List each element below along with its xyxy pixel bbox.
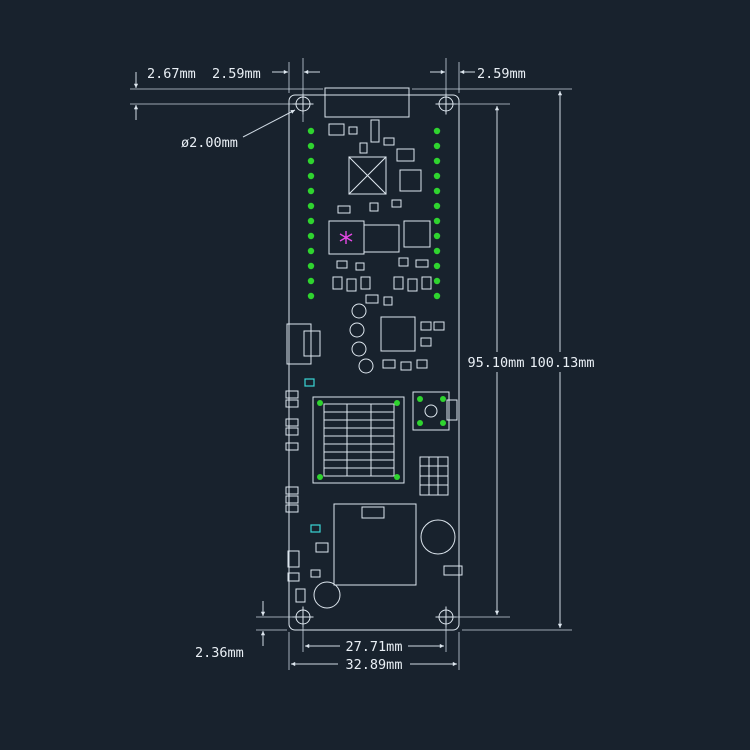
battery-outline	[333, 503, 417, 586]
dim-label-board-height: 100.13mm	[529, 355, 594, 371]
chip-mid-right	[403, 220, 431, 248]
buzzer	[420, 519, 456, 555]
dim-label-left-hole-inset: 2.59mm	[212, 66, 261, 82]
side-connector	[286, 323, 312, 365]
pcb-components	[285, 119, 463, 609]
chip-power	[380, 316, 416, 352]
battery-holder	[312, 396, 405, 484]
dim-label-hole-span-width: 27.71mm	[346, 639, 403, 655]
pin-pads	[307, 127, 446, 480]
dim-label-bottom-hole-offset: 2.36mm	[195, 645, 244, 661]
dimension-labels: 2.67mm 2.59mm 2.59mm ø2.00mm 95.10mm 100…	[147, 66, 595, 673]
dimension-arrow-lines	[133, 69, 563, 667]
dim-label-board-width: 32.89mm	[346, 657, 403, 673]
dim-label-hole-diameter: ø2.00mm	[181, 135, 238, 151]
dim-label-hole-span-height: 95.10mm	[468, 355, 525, 371]
mounting-hole-top-left	[292, 93, 314, 115]
antenna-module	[412, 391, 458, 431]
pad-grid	[419, 456, 449, 496]
chip-main	[348, 156, 387, 195]
board-outline	[288, 87, 460, 631]
cyan-part-1	[304, 378, 315, 387]
hole-diameter-leader	[242, 109, 296, 138]
button	[313, 581, 341, 609]
magenta-star-marker	[339, 231, 353, 244]
dimension-extension-lines	[130, 58, 572, 670]
accent-components	[304, 231, 353, 533]
mounting-holes	[292, 93, 457, 628]
dim-label-top-hole-offset: 2.67mm	[147, 66, 196, 82]
usb-connector	[324, 87, 410, 118]
chip-small-top	[399, 169, 422, 192]
cyan-part-2	[310, 524, 321, 533]
dim-label-right-hole-inset: 2.59mm	[477, 66, 526, 82]
